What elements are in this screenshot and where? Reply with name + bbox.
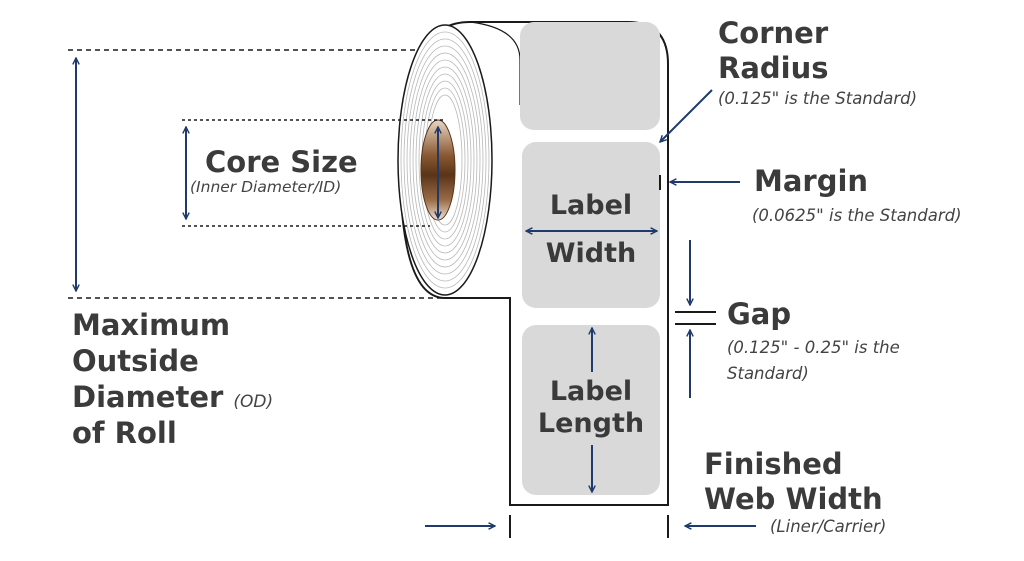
corner-radius-arrow [660,89,713,142]
od-line-3-note: (OD) [233,392,274,412]
core-size-title: Core Size [205,145,358,179]
corner-radius-title-1: Corner [718,16,829,50]
od-line-4: of Roll [72,416,177,450]
label-middle [522,142,660,308]
od-line-2: Outside [72,344,199,378]
label-top-partial [520,22,660,130]
gap-note-2: Standard) [727,364,809,383]
core-size-note: (Inner Diameter/ID) [190,178,342,196]
od-line-3: Diameter (OD) [72,380,273,414]
roll-top-curve [469,21,521,105]
gap-note-1: (0.125" - 0.25" is the [727,338,900,357]
od-line-1: Maximum [72,308,231,342]
corner-radius-title-2: Radius [718,51,829,85]
label-bottom [522,325,660,495]
gap-title: Gap [727,297,792,331]
corner-radius-note: (0.125" is the Standard) [718,89,918,108]
od-line-3-text: Diameter [72,380,224,414]
label-length-line-2: Length [537,408,645,439]
margin-note: (0.0625" is the Standard) [752,206,962,225]
web-width-title-2: Web Width [704,482,883,516]
web-width-title-1: Finished [704,447,843,481]
label-length-line-1: Label [549,376,633,407]
margin-title: Margin [754,164,869,198]
roll-wrap-rings [400,31,490,289]
label-width-line-2: Width [545,238,637,269]
label-width-line-1: Label [549,190,633,221]
web-width-note: (Liner/Carrier) [770,517,887,536]
